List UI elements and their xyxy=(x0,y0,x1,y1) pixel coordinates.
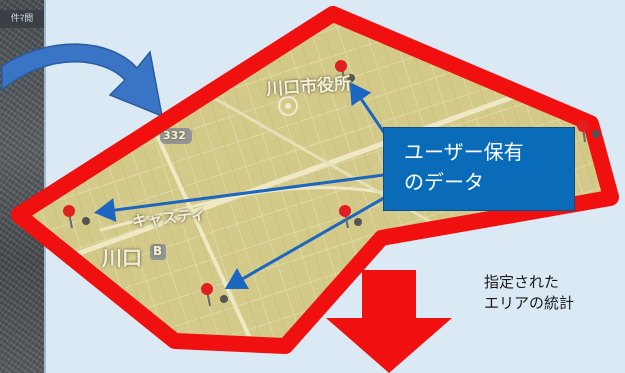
map-pin xyxy=(577,120,600,143)
map-label-station-badge: B xyxy=(153,244,163,258)
map-pin xyxy=(201,283,228,307)
user-data-callout: ユーザー保有 のデータ xyxy=(383,127,575,211)
map-label-route: 332 xyxy=(163,129,186,142)
pointer-arrow-bottom xyxy=(224,188,399,289)
city-hall-mark xyxy=(278,96,298,116)
route-shield xyxy=(160,128,192,144)
stat-label-line-1: 指定された xyxy=(484,273,560,291)
down-arrow xyxy=(326,270,452,373)
callout-line-2: のデータ xyxy=(404,170,484,194)
stat-label-line-2: エリアの統計 xyxy=(484,294,575,312)
map-pin xyxy=(63,205,90,229)
station-badge-box xyxy=(150,244,166,260)
area-statistics-label: 指定された エリアの統計 xyxy=(484,272,574,314)
map-pin xyxy=(335,60,355,85)
map-pin xyxy=(339,205,362,229)
aerial-panel-tab: 件ﾏ閲 xyxy=(0,10,44,28)
map-label-station: 川口 xyxy=(102,246,142,270)
callout-line-1: ユーザー保有 xyxy=(404,140,524,164)
pointer-arrow-left xyxy=(94,173,385,222)
curved-transfer-arrow xyxy=(1,43,163,118)
